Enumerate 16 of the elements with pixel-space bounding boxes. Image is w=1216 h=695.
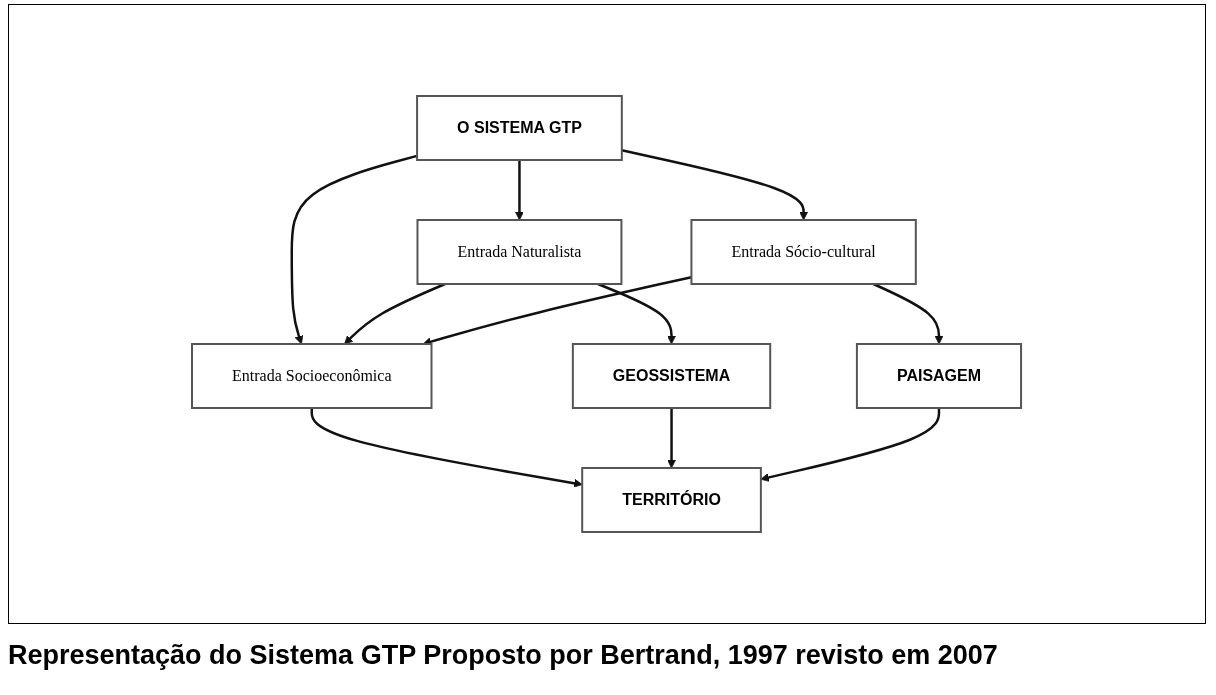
arrow xyxy=(344,282,446,345)
node-box xyxy=(191,343,433,409)
node-box xyxy=(690,219,918,285)
node-box xyxy=(572,343,772,409)
arrow xyxy=(622,149,809,221)
node-box xyxy=(416,95,624,161)
diagram-frame: O SISTEMA GTP Entrada Naturalista Entrada Socioeconômica Entrada Sócio-cultural GEOSSISTEMA TERRITÓRIO PAISAGEM xyxy=(8,4,1206,624)
node-box xyxy=(416,219,623,285)
caption: Representação do Sistema GTP Proposto por Bertrand, 1997 revisto em 2007 xyxy=(8,640,998,671)
arrow xyxy=(667,408,677,469)
node-box xyxy=(856,343,1023,409)
arrow xyxy=(515,160,525,221)
arrow xyxy=(873,282,944,345)
arrow xyxy=(290,154,418,345)
arrow xyxy=(597,282,677,345)
node-box xyxy=(581,467,763,533)
